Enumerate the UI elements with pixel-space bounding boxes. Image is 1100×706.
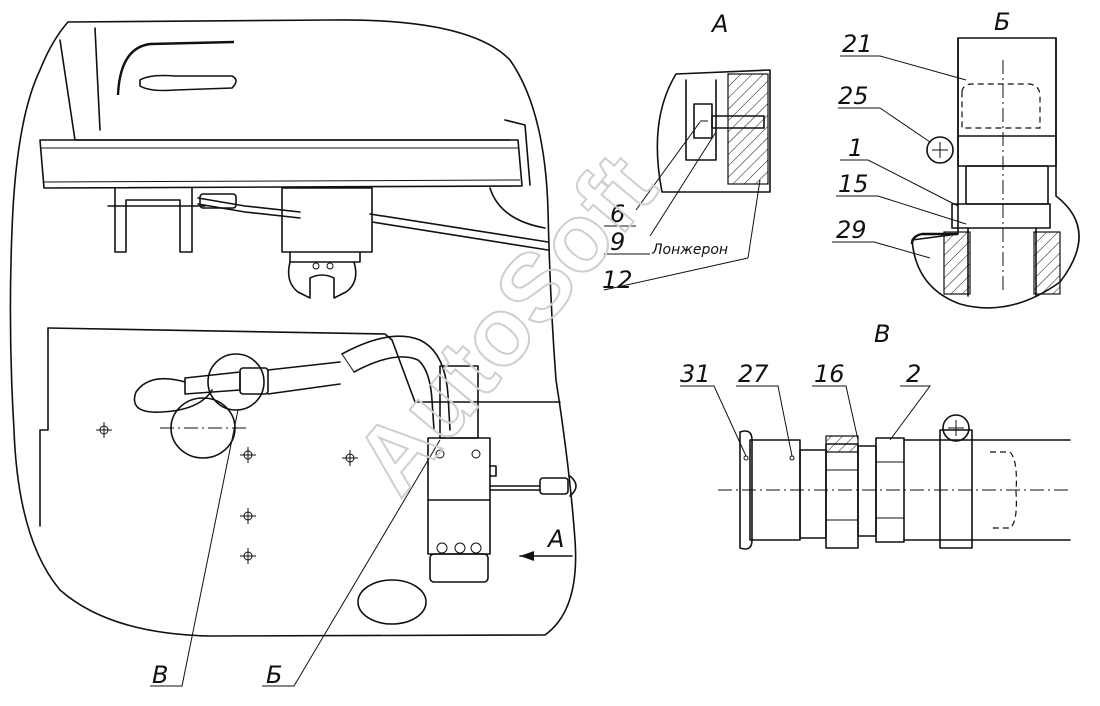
cap-31 xyxy=(739,430,753,550)
detail-view-v: В 31 27 16 2 xyxy=(680,320,1072,550)
hose-end-right xyxy=(903,439,1071,541)
main-view: А В Б xyxy=(9,19,577,689)
main-hose xyxy=(341,335,451,431)
part-29-label: 29 xyxy=(836,216,867,244)
part-31-label: 31 xyxy=(680,360,711,388)
upper-valve xyxy=(281,187,373,299)
view-a-leaders xyxy=(635,121,761,259)
main-view-boundary xyxy=(9,19,577,637)
part-21-label: 21 xyxy=(842,30,873,58)
detail-view-a: А 6 9 12 Лонжерон xyxy=(602,10,771,294)
callout-v-leader xyxy=(150,409,239,687)
fitting-wall-right xyxy=(1033,231,1061,295)
part-1-label: 1 xyxy=(848,134,863,162)
longeron-section xyxy=(727,73,769,185)
part-6-label: 6 xyxy=(610,200,625,228)
coupling-27 xyxy=(749,439,801,541)
part-15-label: 15 xyxy=(838,170,869,198)
callout-v-label: В xyxy=(152,661,168,689)
hose-coupling xyxy=(133,353,341,413)
longeron-label: Лонжерон xyxy=(651,242,728,258)
side-panel xyxy=(39,327,561,625)
fitting-wall-left xyxy=(943,231,971,295)
hose-clamp xyxy=(939,429,973,549)
part-25-label: 25 xyxy=(838,82,869,110)
fitting-16 xyxy=(825,443,859,549)
part-12-label: 12 xyxy=(602,266,633,294)
frame-rail xyxy=(369,213,549,251)
part-27-label: 27 xyxy=(738,360,769,388)
support-bracket xyxy=(107,187,206,253)
view-v-title: В xyxy=(874,320,890,348)
upper-fitting xyxy=(199,193,237,209)
callout-b-leader xyxy=(262,439,441,687)
detail-view-b: Б 21 25 1 15 29 xyxy=(832,8,1080,309)
view-b-leaders xyxy=(832,55,967,259)
callout-b-label: Б xyxy=(266,661,282,689)
step-sill xyxy=(39,139,523,189)
part-16-label: 16 xyxy=(814,360,845,388)
part-2-label: 2 xyxy=(906,360,921,388)
clamp-screw xyxy=(926,136,954,164)
view-a-arrow-label: А xyxy=(546,525,564,553)
view-b-boundary xyxy=(911,37,1080,309)
cab-door xyxy=(59,27,531,186)
view-b-title: Б xyxy=(994,8,1010,36)
view-a-arrow: А xyxy=(519,525,573,561)
view-v-leaders xyxy=(680,385,931,457)
view-a-boundary xyxy=(656,69,771,193)
watermark-text: AutoSoft xyxy=(334,134,676,513)
control-valve xyxy=(427,365,577,583)
view-a-title: А xyxy=(710,10,728,38)
part-9-label: 9 xyxy=(610,228,625,256)
